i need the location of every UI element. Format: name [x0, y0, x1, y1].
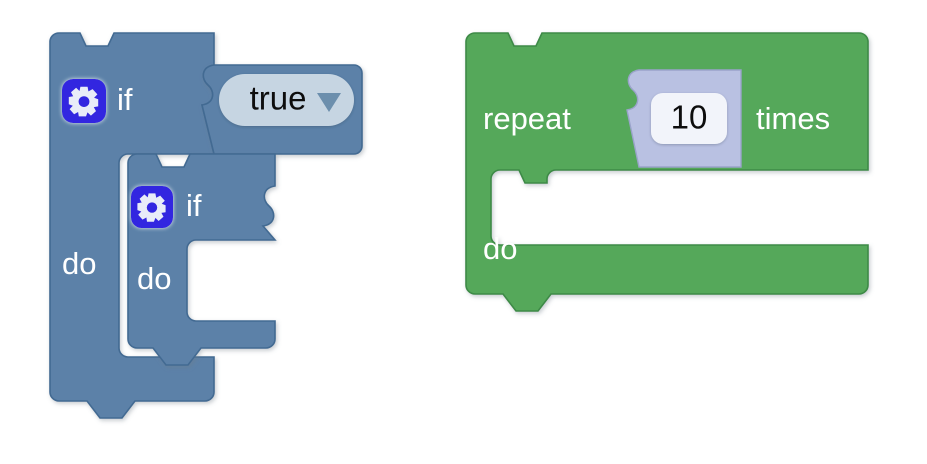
block-math-number-10[interactable]: 10: [626, 69, 742, 168]
number-field-value: 10: [671, 99, 708, 136]
block-inner-if-shape[interactable]: [127, 153, 277, 366]
block-outer-if-shape[interactable]: [49, 32, 216, 419]
number-field-10[interactable]: 10: [651, 93, 727, 144]
block-label-if-outer: if: [117, 82, 133, 117]
block-logic-boolean-true[interactable]: true: [201, 64, 363, 155]
block-label-repeat: repeat: [483, 101, 571, 136]
dropdown-field-true[interactable]: true: [219, 74, 354, 126]
dropdown-value-true: true: [250, 80, 307, 117]
block-label-do-inner: do: [137, 261, 171, 296]
block-label-times: times: [756, 101, 830, 136]
block-controls-repeat[interactable]: repeat times do: [465, 32, 869, 312]
mutator-gear-icon-outer[interactable]: [62, 79, 106, 123]
block-repeat-shape[interactable]: [465, 32, 869, 312]
block-controls-if-inner[interactable]: if do: [127, 153, 277, 366]
block-label-do-outer: do: [62, 246, 96, 281]
block-controls-if-outer[interactable]: if do: [49, 32, 216, 419]
chevron-down-icon[interactable]: [317, 93, 341, 112]
mutator-gear-icon-inner[interactable]: [131, 186, 173, 228]
block-label-if-inner: if: [186, 188, 202, 223]
block-label-do-repeat: do: [483, 231, 517, 266]
